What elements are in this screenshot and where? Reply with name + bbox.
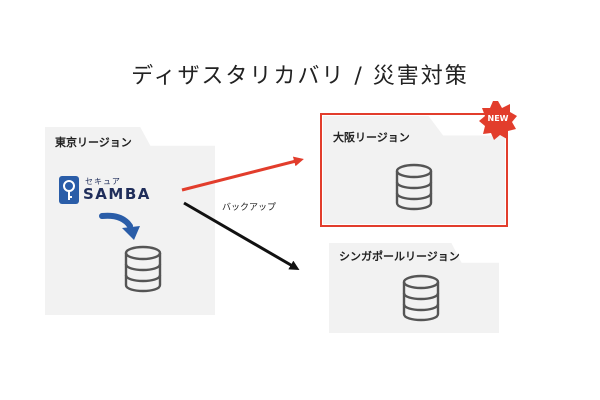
logo-main-text: SAMBA	[83, 185, 151, 203]
osaka-database-icon	[395, 163, 433, 211]
new-badge-text: NEW	[487, 114, 509, 123]
osaka-region-label: 大阪リージョン	[333, 131, 410, 144]
badge-star-shape	[479, 101, 517, 140]
singapore-database-icon	[402, 274, 440, 322]
logo-small-text: セキュア	[85, 177, 121, 186]
osaka-highlight-frame	[320, 113, 508, 227]
backup-arrow-osaka	[181, 156, 304, 192]
page-title: ディザスタリカバリ / 災害対策	[131, 64, 469, 89]
key-icon	[59, 176, 79, 204]
tokyo-database-icon	[124, 245, 162, 293]
tokyo-region-label: 東京リージョン	[55, 136, 132, 149]
backup-label: バックアップ	[222, 203, 277, 213]
curved-arrow-icon	[99, 212, 133, 229]
tokyo-region-folder	[45, 127, 215, 315]
curved-arrow-head	[122, 226, 140, 240]
secure-samba-logo: セキュア SAMBA	[59, 176, 169, 206]
backup-arrow-singapore	[183, 201, 300, 271]
singapore-region-label: シンガポールリージョン	[339, 250, 460, 263]
new-badge	[479, 101, 517, 140]
